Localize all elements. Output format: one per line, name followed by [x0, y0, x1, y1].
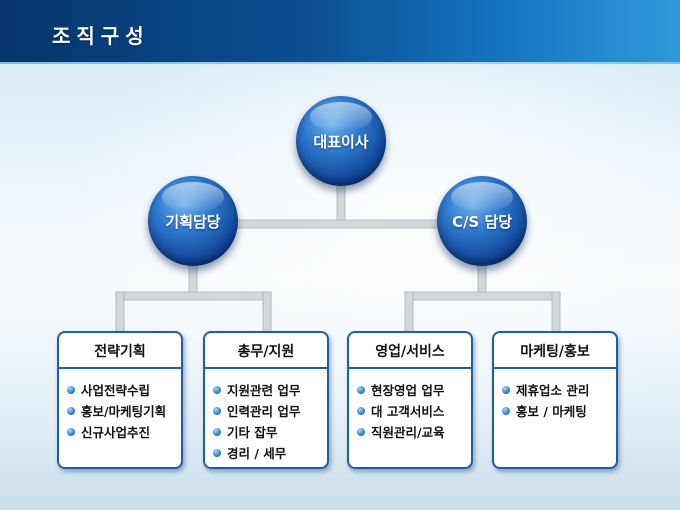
dept-box-general-affairs: 총무/지원 지원관련 업무 인력관리 업무 기타 잡무 경리 / 세무: [203, 331, 329, 469]
dept-title: 전략기획: [94, 344, 146, 360]
node-cs-label: C/S 담당: [451, 212, 513, 231]
bullet-icon: [502, 406, 510, 415]
dept-divider: [349, 367, 471, 369]
connector-left-horizontal: [115, 291, 272, 301]
dept-item-label: 현장영업 업무: [371, 383, 445, 398]
dept-item-label: 사업전략수립: [81, 383, 151, 398]
connector-drop-2: [262, 291, 272, 333]
dept-item: 지원관련 업무: [213, 379, 323, 400]
dept-divider: [59, 367, 181, 369]
bullet-icon: [357, 406, 365, 415]
connector-right-horizontal: [404, 291, 561, 301]
dept-item: 경리 / 세무: [213, 442, 323, 463]
bullet-icon: [213, 406, 221, 415]
bullet-icon: [213, 385, 221, 394]
dept-item-label: 경리 / 세무: [227, 446, 287, 461]
connector-drop-4: [551, 291, 561, 333]
dept-box-marketing: 마케팅/홍보 제휴업소 관리 홍보 / 마케팅: [492, 331, 618, 469]
dept-title: 총무/지원: [237, 344, 295, 360]
dept-item-label: 직원관리/교육: [371, 425, 445, 440]
dept-item: 홍보/마케팅기획: [67, 400, 177, 421]
dept-item-label: 홍보/마케팅기획: [81, 404, 167, 419]
node-planning: 기획담당: [148, 176, 238, 266]
dept-item: 인력관리 업무: [213, 400, 323, 421]
connector-drop-1: [115, 291, 125, 333]
dept-item: 홍보 / 마케팅: [502, 400, 612, 421]
dept-title: 영업/서비스: [375, 344, 445, 360]
dept-item-label: 신규사업추진: [81, 425, 151, 440]
connector-drop-3: [404, 291, 414, 333]
bullet-icon: [357, 385, 365, 394]
bullet-icon: [213, 448, 221, 457]
bullet-icon: [357, 427, 365, 436]
dept-item: 신규사업추진: [67, 421, 177, 442]
bullet-icon: [213, 427, 221, 436]
dept-item-label: 인력관리 업무: [227, 404, 301, 419]
dept-item-label: 기타 잡무: [227, 425, 278, 440]
dept-item: 기타 잡무: [213, 421, 323, 442]
bullet-icon: [67, 427, 75, 436]
node-planning-label: 기획담당: [165, 212, 221, 231]
page-title: 조직구성: [52, 24, 150, 48]
connector-mid-horizontal: [231, 219, 443, 229]
dept-divider: [205, 367, 327, 369]
bullet-icon: [67, 406, 75, 415]
dept-item: 대 고객서비스: [357, 400, 467, 421]
node-ceo-label: 대표이사: [313, 132, 369, 151]
dept-divider: [494, 367, 616, 369]
dept-item-label: 지원관련 업무: [227, 383, 301, 398]
dept-item-label: 대 고객서비스: [371, 404, 445, 419]
bullet-icon: [67, 385, 75, 394]
node-ceo: 대표이사: [296, 96, 386, 186]
dept-item: 사업전략수립: [67, 379, 177, 400]
dept-item: 제휴업소 관리: [502, 379, 612, 400]
dept-box-sales-service: 영업/서비스 현장영업 업무 대 고객서비스 직원관리/교육: [347, 331, 473, 469]
dept-item-label: 제휴업소 관리: [516, 383, 590, 398]
dept-item: 현장영업 업무: [357, 379, 467, 400]
node-cs: C/S 담당: [437, 176, 527, 266]
dept-box-strategy: 전략기획 사업전략수립 홍보/마케팅기획 신규사업추진: [57, 331, 183, 469]
dept-title: 마케팅/홍보: [520, 344, 590, 360]
dept-item-label: 홍보 / 마케팅: [516, 404, 587, 419]
dept-item: 직원관리/교육: [357, 421, 467, 442]
bullet-icon: [502, 385, 510, 394]
